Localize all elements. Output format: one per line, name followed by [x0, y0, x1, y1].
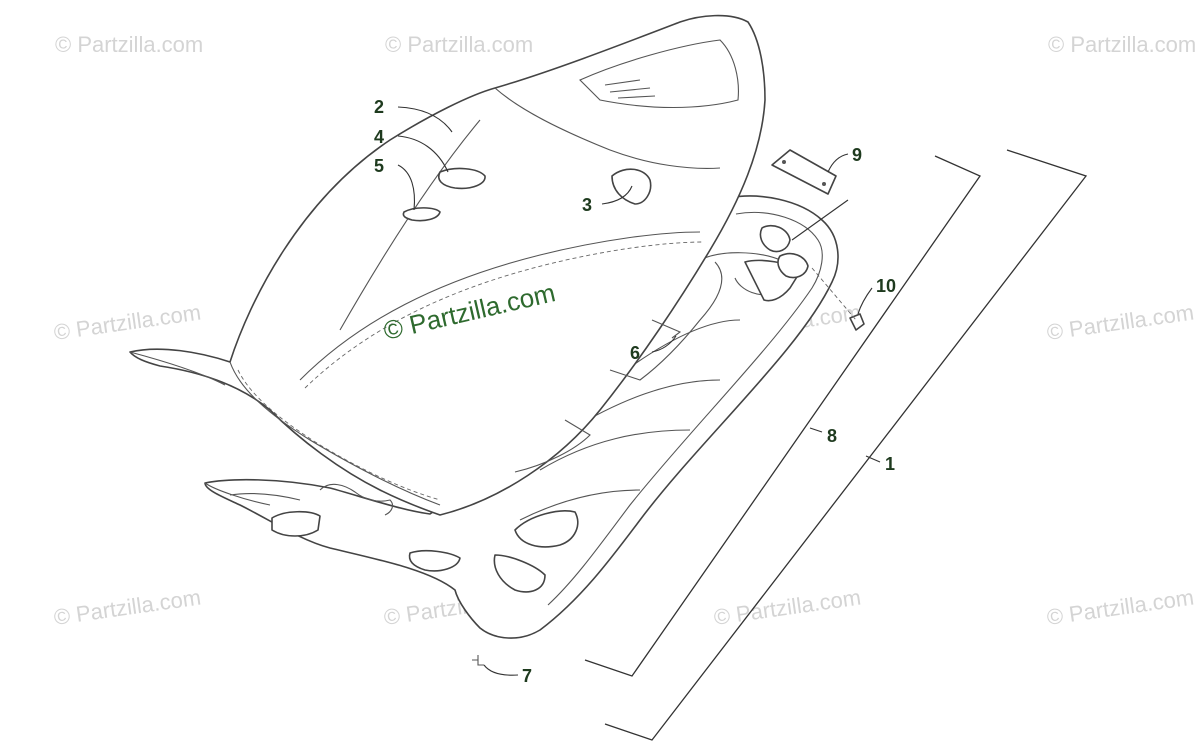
watermark-text: © Partzilla.com [1045, 585, 1195, 630]
seat-base-tab [271, 510, 321, 537]
part-7-clip [472, 655, 484, 666]
watermark-text: © Partzilla.com [1048, 32, 1196, 57]
watermark-text: © Partzilla.com [1045, 300, 1195, 345]
callout-labels: 2 4 5 3 6 7 9 10 8 1 [374, 97, 896, 686]
callout-3[interactable]: 3 [582, 195, 592, 215]
part-9-hole [782, 160, 786, 164]
watermark-text: © Partzilla.com [52, 300, 202, 345]
bracket-8-tick [809, 427, 823, 433]
assembly-brackets [584, 149, 1088, 741]
seat-cushion-seam [299, 231, 701, 381]
part-10-dashline [811, 267, 857, 321]
bracket-1 [604, 149, 1088, 741]
leader-line-6 [651, 335, 677, 353]
leader-line-7 [483, 664, 519, 676]
seat-latch [777, 252, 809, 279]
leader-line-5 [397, 164, 416, 211]
seat-base-front-lip [204, 482, 301, 506]
callout-5[interactable]: 5 [374, 156, 384, 176]
part-6-wire [514, 261, 723, 473]
seat-base-slot [493, 554, 546, 593]
leader-line-10 [857, 287, 873, 315]
seat-base-logo-outline [319, 483, 394, 516]
callout-7[interactable]: 7 [522, 666, 532, 686]
callout-6[interactable]: 6 [630, 343, 640, 363]
leader-line-4 [397, 135, 449, 173]
part-shapes [402, 149, 865, 666]
seat-cushion-stitch [237, 369, 441, 501]
watermark-text: © Partzilla.com [712, 585, 862, 630]
bracket-8 [584, 155, 981, 677]
callout-2[interactable]: 2 [374, 97, 384, 117]
callout-9[interactable]: 9 [852, 145, 862, 165]
part-10-fastener [849, 313, 865, 331]
seat-cushion-seam [494, 87, 721, 169]
callout-4[interactable]: 4 [374, 127, 384, 147]
leader-lines [397, 106, 873, 676]
callout-1[interactable]: 1 [885, 454, 895, 474]
seat-cushion-seam [339, 119, 481, 331]
leader-line-3 [601, 185, 633, 205]
seat-assembly-drawing [129, 14, 839, 639]
callout-8[interactable]: 8 [827, 426, 837, 446]
seat-base-slot [408, 550, 461, 572]
leader-line-9b [791, 199, 849, 241]
watermark-text: © Partzilla.com [385, 32, 533, 57]
seat-cushion-seam [229, 361, 441, 506]
seat-rear-pad [579, 39, 739, 109]
watermark-text: © Partzilla.com [52, 585, 202, 630]
seat-base-inner-rim [547, 211, 823, 606]
seat-front-nose [129, 351, 226, 386]
seat-latch [759, 224, 791, 253]
part-4-patch [438, 167, 486, 190]
part-9-hole [822, 182, 826, 186]
part-9-bracket [771, 149, 837, 195]
part-5-patch [402, 207, 441, 222]
seat-base-slot [514, 510, 579, 548]
seat-rear-pad-lettering [604, 79, 656, 99]
seat-cushion-stitch [304, 241, 704, 389]
seat-base-contour [519, 319, 741, 521]
bracket-1-tick [865, 455, 881, 463]
seat-cushion-outline [129, 14, 766, 516]
callout-10[interactable]: 10 [876, 276, 896, 296]
leader-line-2 [397, 106, 453, 133]
leader-line-9 [827, 153, 849, 173]
watermark-text: © Partzilla.com [55, 32, 203, 57]
